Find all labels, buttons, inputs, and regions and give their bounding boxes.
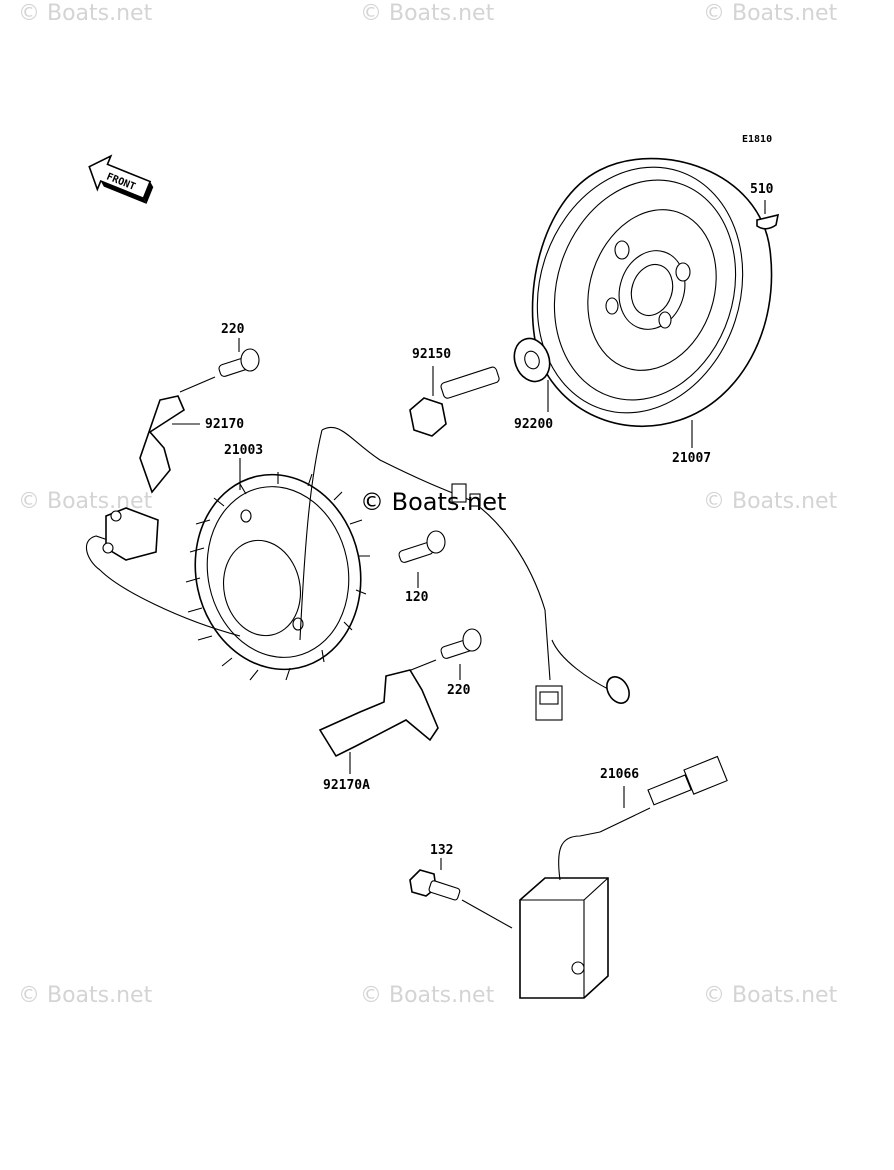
bracket-92170A	[318, 669, 439, 758]
key-510	[756, 213, 780, 230]
part-label-510[interactable]: 510	[750, 182, 774, 197]
part-label-92170[interactable]: 92170	[205, 417, 244, 432]
watermark-mid-right: © Boats.net	[703, 489, 838, 514]
grommet-clip	[451, 483, 467, 503]
watermarks: © Boats.net © Boats.net © Boats.net © Bo…	[18, 1, 838, 1008]
part-label-21003[interactable]: 21003	[224, 443, 263, 458]
stator-21003	[185, 472, 370, 681]
part-label-92200[interactable]: 92200	[514, 417, 553, 432]
bolt-220-lower	[440, 628, 482, 659]
part-label-220-top[interactable]: 220	[221, 322, 245, 337]
part-label-120[interactable]: 120	[405, 590, 429, 605]
bolt-120	[398, 530, 446, 563]
part-label-220-lower[interactable]: 220	[447, 683, 471, 698]
bolt-92150	[409, 366, 500, 437]
part-label-92150[interactable]: 92150	[412, 347, 451, 362]
part-label-92170A[interactable]: 92170A	[323, 778, 370, 793]
front-arrow-icon: FRONT	[88, 154, 154, 204]
part-label-132[interactable]: 132	[430, 843, 453, 858]
rotor-21007	[531, 157, 773, 428]
watermark-top-center: © Boats.net	[360, 1, 495, 26]
watermark-bottom-right: © Boats.net	[703, 983, 838, 1008]
bracket-92170	[139, 395, 186, 494]
watermark-bottom-left: © Boats.net	[18, 983, 153, 1008]
washer-92200	[513, 337, 551, 383]
diagram-code: E1810	[742, 134, 772, 145]
wire-grommet	[606, 676, 630, 704]
center-watermark: © Boats.net	[360, 488, 506, 516]
watermark-bottom-center: © Boats.net	[360, 983, 495, 1008]
regulator-21066	[519, 755, 728, 999]
watermark-top-right: © Boats.net	[703, 1, 838, 26]
pickup-coil	[102, 507, 159, 561]
bolt-220-top	[218, 348, 260, 377]
watermark-top-left: © Boats.net	[18, 1, 153, 26]
part-label-21007[interactable]: 21007	[672, 451, 711, 466]
bolt-132	[409, 869, 461, 901]
part-label-21066[interactable]: 21066	[600, 767, 639, 782]
